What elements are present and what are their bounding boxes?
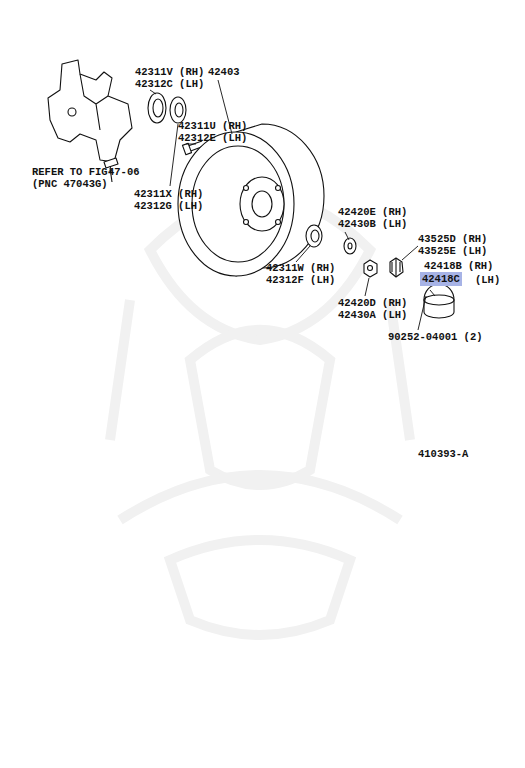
leader-lines [110,80,435,330]
part-number: 42430A (LH) [338,309,407,321]
part-number: 42312F (LH) [266,274,335,286]
part-number: 42311W (RH) [266,262,335,274]
part-number: 42420D (RH) [338,297,407,309]
part-number: 90252-04001 (2) [388,331,483,343]
part-number: (LH) [475,274,500,286]
part-number: 42312C (LH) [135,78,204,90]
part-number: 42418C [422,273,460,285]
part-number: (PNC 47043G) [32,178,108,190]
part-number: 42311X (RH) [134,188,203,200]
part-number: 42403 [208,66,240,78]
highlighted-part: 42418C [420,272,462,286]
parts [48,60,454,318]
part-number: 43525E (LH) [418,245,487,257]
part-number: 42430B (LH) [338,218,407,230]
part-number: 43525D (RH) [418,233,487,245]
figure-number: 410393-A [418,448,468,460]
part-number: 42418B (RH) [424,260,493,272]
part-number: REFER TO FIG [32,166,108,178]
part-number: 42311U (RH) [178,120,247,132]
part-number: 42312E (LH) [178,132,247,144]
part-number: 42311V (RH) [135,66,204,78]
part-number: 42420E (RH) [338,206,407,218]
part-number: 47-06 [108,166,140,178]
part-number: 42312G (LH) [134,200,203,212]
